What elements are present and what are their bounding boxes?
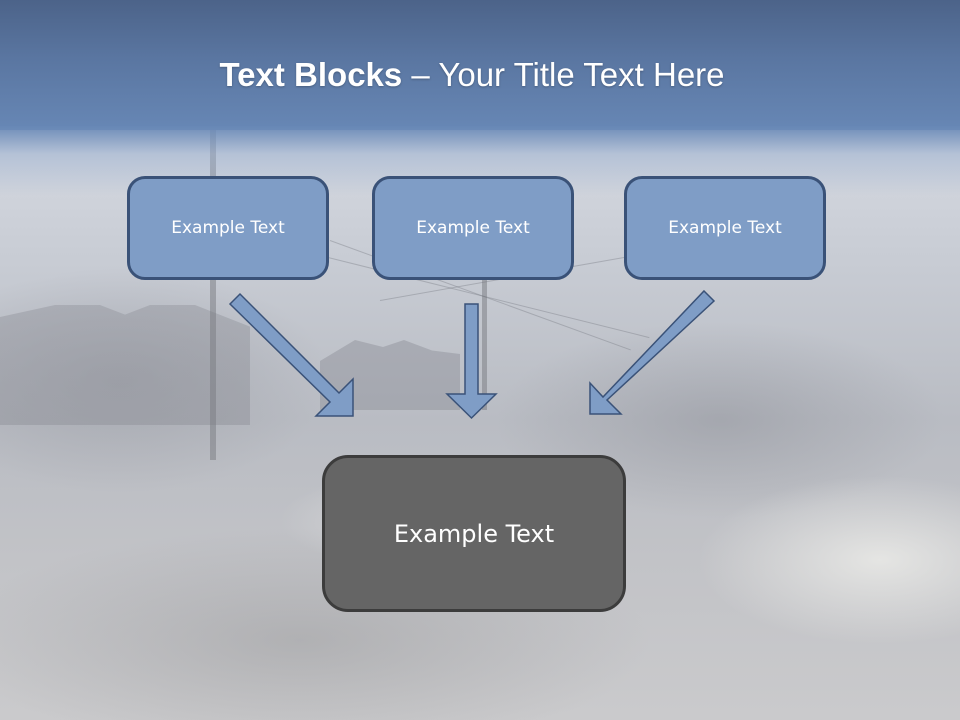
text-block-label: Example Text <box>668 218 782 238</box>
text-block-label: Example Text <box>171 218 285 238</box>
title-band <box>0 0 960 130</box>
text-block-left[interactable]: Example Text <box>127 176 329 280</box>
text-block-label: Example Text <box>416 218 530 238</box>
text-block-main[interactable]: Example Text <box>322 455 626 612</box>
arrow-down-left-icon <box>589 289 716 415</box>
arrow-down-right-icon <box>228 292 354 417</box>
arrow-down-icon <box>445 303 498 420</box>
slide-title-bold: Text Blocks <box>219 56 403 93</box>
text-block-right[interactable]: Example Text <box>624 176 826 280</box>
slide-title: Text Blocks – Your Title Text Here <box>0 52 944 98</box>
background-utility-pole <box>482 250 487 410</box>
text-block-main-label: Example Text <box>393 519 555 548</box>
slide-title-separator: – <box>402 56 439 93</box>
slide-title-regular: Your Title Text Here <box>438 56 725 93</box>
background-utility-pole <box>210 130 216 460</box>
background-houses <box>0 305 250 425</box>
text-block-center[interactable]: Example Text <box>372 176 574 280</box>
